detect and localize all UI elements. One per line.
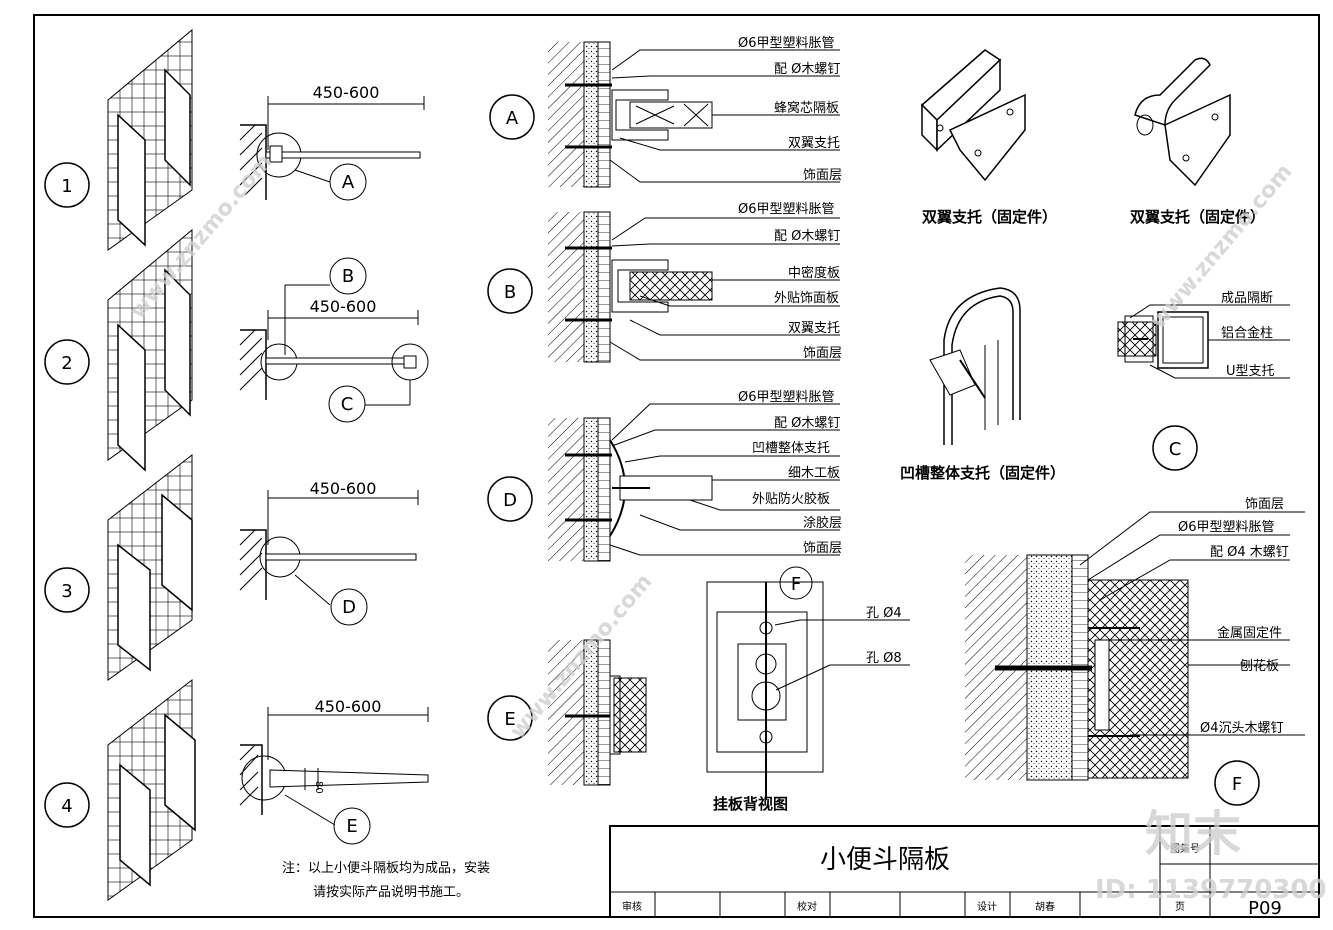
section-D: D Ø6甲型塑料胀管 配 Ø木螺钉 凹槽整体支托 细木工板 外贴防火胶板 涂胶层… (487, 390, 842, 562)
svg-text:Ø6甲型塑料胀管: Ø6甲型塑料胀管 (1178, 520, 1275, 535)
svg-text:450-600: 450-600 (310, 479, 377, 498)
svg-text:胡春: 胡春 (1035, 900, 1055, 913)
svg-text:Ø6甲型塑料胀管: Ø6甲型塑料胀管 (738, 202, 835, 217)
svg-text:U型支托: U型支托 (1226, 364, 1275, 379)
svg-text:校对: 校对 (797, 900, 817, 913)
title-block: 小便斗隔板 图集号 审核 校对 设计 胡春 页 P09 (609, 825, 1320, 919)
svg-text:中密度板: 中密度板 (788, 265, 840, 281)
detail-number: 2 (61, 353, 72, 374)
partition-panel (164, 68, 191, 187)
svg-text:设计: 设计 (977, 900, 997, 913)
svg-text:A: A (506, 108, 519, 129)
watermarks: 知末 ID: 1139770300 www.znzmo.com www.znzm… (125, 149, 1326, 905)
svg-text:4: 4 (61, 796, 72, 817)
svg-text:饰面层: 饰面层 (803, 541, 842, 556)
detail-C: 成品隔断 铝合金柱 U型支托 C (1117, 291, 1290, 471)
bracket-caption-right: 双翼支托（固定件） (1130, 208, 1265, 226)
note-line-2: 请按实际产品说明书施工。 (313, 885, 469, 900)
svg-text:450-600: 450-600 (310, 297, 377, 316)
partition-panel (117, 113, 146, 247)
svg-text:页: 页 (1175, 901, 1185, 913)
svg-text:Ø6甲型塑料胀管: Ø6甲型塑料胀管 (738, 390, 835, 405)
svg-text:饰面层: 饰面层 (803, 346, 842, 361)
detail-number-circle (44, 162, 90, 208)
section-B: B Ø6甲型塑料胀管 配 Ø木螺钉 中密度板 外贴饰面板 双翼支托 饰面层 (487, 202, 842, 363)
svg-text:C: C (1169, 439, 1182, 460)
section-A: A Ø6甲型塑料胀管 配 Ø木螺钉 蜂窝芯隔板 双翼支托 饰面层 (489, 36, 842, 188)
page-number: P09 (1248, 898, 1282, 919)
dimension-label: 450-600 (313, 83, 380, 102)
svg-text:饰面层: 饰面层 (1245, 497, 1284, 512)
svg-text:D: D (503, 490, 517, 511)
svg-text:图集号: 图集号 (1170, 842, 1200, 855)
row-3: 3 450-600 D (44, 453, 419, 681)
double-wing-bracket-left: 双翼支托（固定件） (920, 49, 1057, 226)
svg-text:铝合金柱: 铝合金柱 (1221, 325, 1273, 341)
svg-text:Ø6甲型塑料胀管: Ø6甲型塑料胀管 (738, 36, 835, 51)
plate-caption: 挂板背视图 (713, 795, 788, 813)
groove-bracket: 凹槽整体支托（固定件） (900, 287, 1065, 482)
svg-text:双翼支托: 双翼支托 (788, 321, 840, 336)
watermark-site: www.znzmo.com (1145, 159, 1297, 333)
hole-small-label: 孔 Ø4 (866, 606, 902, 621)
bracket-caption-groove: 凹槽整体支托（固定件） (900, 464, 1065, 482)
watermark-brand: 知末 (1145, 806, 1241, 862)
svg-text:凹槽整体支托: 凹槽整体支托 (752, 441, 830, 456)
dimension-label-small: 80 (313, 781, 324, 794)
svg-text:3: 3 (61, 581, 72, 602)
svg-text:金属固定件: 金属固定件 (1217, 625, 1282, 641)
detail-F: 饰面层 Ø6甲型塑料胀管 配 Ø4 木螺钉 金属固定件 刨花板 Ø4沉头木螺钉 … (965, 497, 1305, 806)
svg-text:E: E (504, 709, 515, 730)
svg-text:配 Ø木螺钉: 配 Ø木螺钉 (774, 62, 840, 77)
svg-text:C: C (341, 394, 354, 415)
hanging-plate-back-view: F 孔 Ø4 孔 Ø8 挂板背视图 (706, 566, 910, 813)
svg-text:F: F (1232, 774, 1242, 795)
section-ref-circle (329, 163, 367, 201)
watermark-id: ID: 1139770300 (1095, 875, 1327, 905)
svg-text:刨花板: 刨花板 (1240, 658, 1279, 674)
svg-text:饰面层: 饰面层 (803, 168, 842, 183)
row-4: 4 450-600 80 E (44, 678, 429, 901)
svg-text:Ø4沉头木螺钉: Ø4沉头木螺钉 (1200, 721, 1284, 736)
svg-text:外贴防火胶板: 外贴防火胶板 (752, 491, 830, 507)
row-2: 2 450-600 B C (44, 228, 429, 472)
svg-text:B: B (342, 266, 354, 287)
svg-text:E: E (346, 816, 357, 837)
svg-text:审核: 审核 (622, 900, 642, 913)
svg-text:外贴饰面板: 外贴饰面板 (774, 291, 839, 306)
svg-text:配 Ø木螺钉: 配 Ø木螺钉 (774, 229, 840, 244)
svg-text:成品隔断: 成品隔断 (1221, 291, 1273, 306)
svg-text:细木工板: 细木工板 (788, 466, 840, 481)
section-ref: A (342, 172, 355, 193)
plate-ref: F (791, 574, 801, 595)
row-1: 1 450-600 A (44, 28, 425, 251)
svg-text:涂胶层: 涂胶层 (803, 515, 842, 531)
svg-text:配 Ø4 木螺钉: 配 Ø4 木螺钉 (1210, 545, 1289, 560)
double-wing-bracket-right: 双翼支托（固定件） (1130, 57, 1265, 226)
note-line-1: 注：以上小便斗隔板均为成品，安装 (282, 861, 490, 876)
svg-text:450-600: 450-600 (315, 697, 382, 716)
bracket-caption-left: 双翼支托（固定件） (922, 208, 1057, 226)
svg-text:蜂窝芯隔板: 蜂窝芯隔板 (774, 100, 839, 116)
svg-text:配 Ø木螺钉: 配 Ø木螺钉 (774, 416, 840, 431)
svg-text:双翼支托: 双翼支托 (788, 136, 840, 151)
svg-text:D: D (342, 597, 356, 618)
svg-text:B: B (504, 282, 516, 303)
drawing-title: 小便斗隔板 (820, 845, 950, 875)
detail-number: 1 (61, 176, 72, 197)
section-E: E (487, 639, 647, 786)
hole-large-label: 孔 Ø8 (866, 651, 902, 666)
